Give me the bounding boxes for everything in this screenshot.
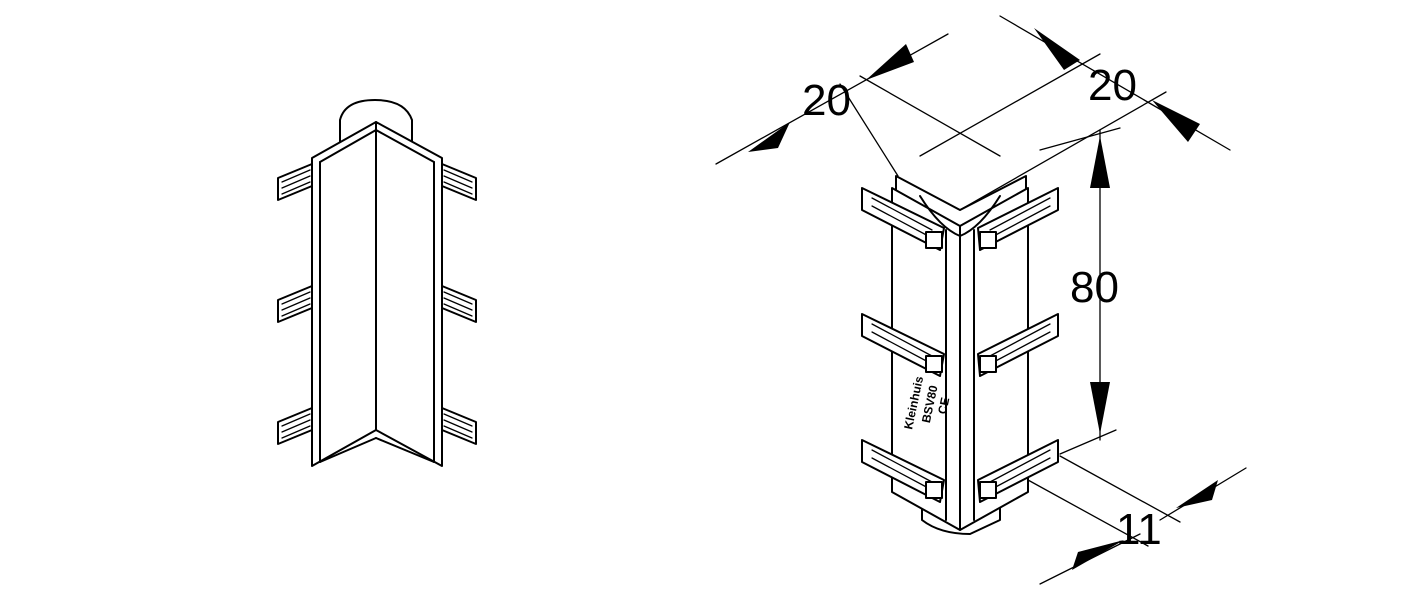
ce-mark: CE [935,396,952,415]
dim-label-height: 80 [1070,263,1119,312]
clip-left-top [277,163,313,201]
dim-label-width-left: 20 [802,76,851,125]
clip-right-middle [441,285,477,323]
iso-clip-left-top [861,187,945,251]
clip-right-top [441,163,477,201]
iso-clip-right-top [977,187,1059,251]
iso-clip-left-middle [861,313,945,377]
clip-left-bottom [277,407,313,445]
iso-clip-right-bottom [977,439,1059,503]
iso-clip-right-middle [977,313,1059,377]
dim-label-width-right: 20 [1088,61,1137,110]
dimension-width-left: 20 [715,33,1001,177]
dim-label-depth: 11 [1116,505,1162,554]
dimension-width-right: 20 [919,15,1231,211]
iso-clip-left-bottom [861,439,945,503]
clip-right-bottom [441,407,477,445]
front-view [277,99,477,467]
clip-left-middle [277,285,313,323]
isometric-view: Kleinhuis BSV80 CE [861,175,1059,535]
dimension-height: 80 [1039,127,1121,455]
dimension-depth: 11 [1027,455,1247,585]
